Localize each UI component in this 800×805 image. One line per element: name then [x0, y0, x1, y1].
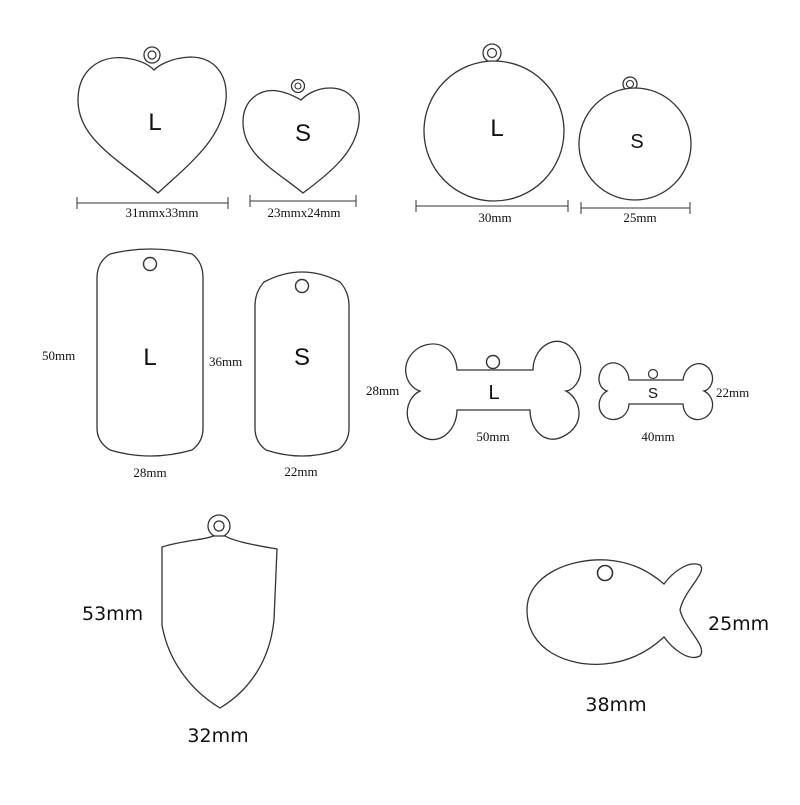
shield-tag: 53mm 32mm [82, 514, 278, 747]
heart-small-outline [242, 87, 360, 194]
bone-small-height-label: 22mm [716, 385, 749, 400]
bone-tag-large: L 28mm 50mm [366, 340, 582, 444]
shield-outline [161, 535, 278, 709]
heart-small-size-letter: S [295, 120, 311, 147]
round-large-size-letter: L [490, 115, 503, 142]
round-large-outline [423, 60, 565, 202]
dogtag-small: S 36mm 22mm [209, 271, 350, 479]
heart-tag-small: S 23mmx24mm [242, 78, 360, 220]
round-small-size-letter: S [630, 131, 643, 153]
bone-large-height-label: 28mm [366, 383, 399, 398]
bone-tag-small: S 22mm 40mm [598, 362, 749, 444]
bone-small-size-letter: S [648, 385, 658, 402]
heart-large-outline [77, 56, 227, 194]
fish-height-label: 25mm [708, 613, 769, 635]
tag-hole [596, 564, 614, 582]
bone-large-width-label: 50mm [476, 429, 509, 444]
dogtag-large-height-label: 50mm [42, 348, 75, 363]
heart-small-dimension-label: 23mmx24mm [268, 205, 341, 220]
shield-height-label: 53mm [82, 603, 143, 625]
tag-hole [485, 354, 501, 370]
ring-hole [486, 47, 498, 59]
tag-hole [294, 278, 310, 294]
round-large-dimension-label: 30mm [478, 210, 511, 225]
fish-width-label: 38mm [585, 694, 646, 716]
dogtag-large-width-label: 28mm [133, 465, 166, 480]
round-small-dimension-label: 25mm [623, 210, 656, 225]
tag-hole [142, 256, 158, 272]
ring-hole [213, 520, 225, 532]
round-tag-large: L 30mm [415, 43, 569, 225]
dogtag-large: L 50mm 28mm [42, 248, 204, 480]
dogtag-small-outline [254, 271, 350, 457]
round-tag-small: S 25mm [578, 76, 692, 225]
bone-small-outline [598, 362, 714, 421]
dogtag-large-size-letter: L [143, 344, 156, 371]
dogtag-small-height-label: 36mm [209, 354, 242, 369]
bone-large-outline [405, 340, 582, 441]
heart-tag-large: L 31mmx33mm [76, 46, 229, 220]
ring-hole [147, 50, 157, 60]
bone-large-size-letter: L [488, 382, 499, 404]
ring-hole [625, 79, 635, 89]
ring-hole [294, 82, 302, 90]
round-small-outline [578, 87, 692, 201]
tag-hole [647, 368, 659, 380]
heart-large-size-letter: L [148, 109, 161, 136]
dogtag-small-size-letter: S [294, 344, 310, 371]
dogtag-small-width-label: 22mm [284, 464, 317, 479]
fish-outline [526, 559, 703, 665]
bone-small-width-label: 40mm [641, 429, 674, 444]
dogtag-large-outline [96, 248, 204, 457]
heart-large-dimension-label: 31mmx33mm [126, 205, 199, 220]
shield-width-label: 32mm [187, 725, 248, 747]
fish-tag: 25mm 38mm [526, 559, 769, 716]
